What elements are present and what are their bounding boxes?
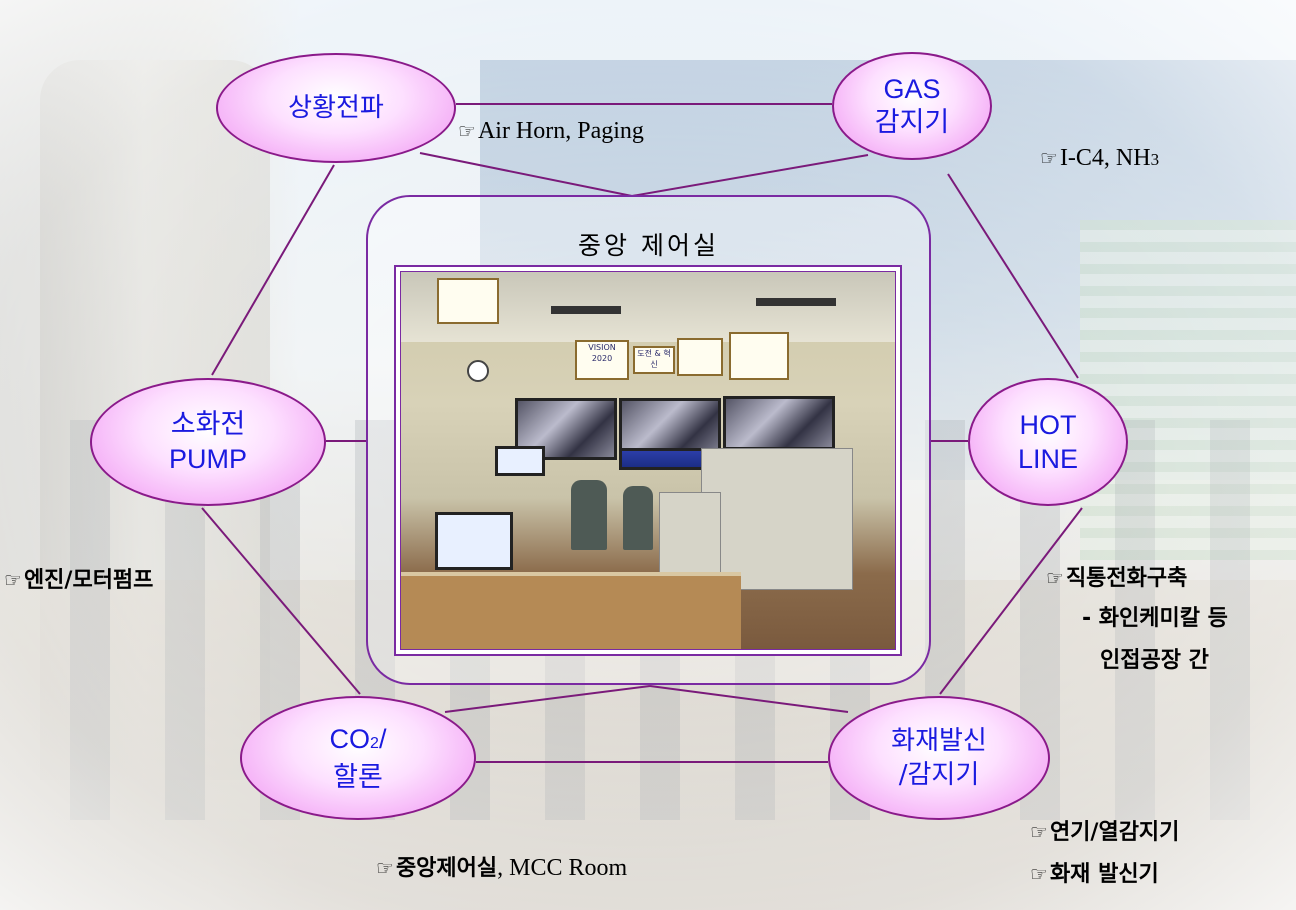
note-engine-pump: ☞엔진/모터펌프 [4,562,153,594]
node-fire-pump-line2: PUMP [168,444,247,474]
co2-subscript: 2 [370,734,379,752]
line-gas-hotline [947,173,1079,379]
line-broadcast-pump [211,164,335,376]
node-co2-halon: CO2/ 할론 [240,696,476,820]
photo-sign [729,332,789,380]
photo-pc-monitor [495,446,545,476]
node-fire-alarm-line2: /감지기 [898,760,980,790]
node-co2-line1: CO2/ [330,722,387,761]
photo-sign [437,278,499,324]
photo-clock [467,360,489,382]
note-co2-location: ☞중앙제어실, MCC Room [376,850,627,882]
photo-pc-monitor [435,512,513,570]
node-hot-line-line1: HOT [1019,410,1077,440]
line-fire-center [649,685,849,713]
note-co2-location-kr: 중앙제어실 [395,856,498,881]
note-engine-pump-text: 엔진/모터펌프 [23,568,154,593]
node-fire-hydrant-pump: 소화전 PUMP [90,378,326,506]
hand-pointer-icon: ☞ [1040,146,1058,170]
line-hotline-fire [939,507,1083,695]
photo-video-wall-monitor [515,398,617,460]
node-gas-detector-line1: GAS [883,74,941,104]
photo-sign-challenge: 도전 & 혁신 [633,346,675,374]
line-gas-center [631,154,869,197]
note-hotline-3: 인접공장 간 [1100,648,1209,673]
note-air-horn-text: Air Horn, Paging [477,118,644,144]
node-gas-detector: GAS 감지기 [832,52,992,160]
note-co2-location-en: , MCC Room [497,855,628,881]
photo-sign-vision: VISION 2020 [575,340,629,380]
control-room-photo: VISION 2020 도전 & 혁신 [394,265,902,656]
central-control-room-title: 중앙 제어실 [578,231,719,260]
note-air-horn: ☞Air Horn, Paging [458,118,644,145]
node-situation-broadcast-label: 상황전파 [288,93,384,123]
note-gas-types: ☞I-C4, NH3 [1040,145,1159,172]
node-situation-broadcast: 상황전파 [216,53,456,163]
node-fire-alarm-detector: 화재발신 /감지기 [828,696,1050,820]
co2-text: CO [329,723,371,754]
node-hot-line-line2: LINE [1017,444,1079,474]
photo-control-console [659,492,721,574]
note-hotline-2: - 화인케미칼 등 [1082,606,1228,631]
node-fire-alarm-line1: 화재발신 [891,726,987,756]
photo-sign [677,338,723,376]
hand-pointer-icon: ☞ [458,119,476,143]
node-co2-line2: 할론 [333,761,383,793]
line-broadcast-center [419,152,633,197]
node-hot-line: HOT LINE [968,378,1128,506]
note-hotline-1-text: 직통전화구축 [1065,566,1188,591]
photo-vent [551,306,621,314]
hand-pointer-icon: ☞ [1030,862,1048,886]
co2-slash: / [378,723,387,754]
node-gas-detector-line2: 감지기 [874,107,950,138]
note-fire-1: ☞연기/열감지기 [1030,814,1179,846]
photo-operator [571,480,607,550]
photo-control-console [701,448,853,590]
node-fire-pump-line1: 소화전 [170,409,246,440]
hand-pointer-icon: ☞ [4,568,22,592]
control-room-photo-image: VISION 2020 도전 & 혁신 [400,271,896,650]
hand-pointer-icon: ☞ [376,856,394,880]
photo-desk [401,572,741,649]
photo-vent [756,298,836,306]
note-fire-1-text: 연기/열감지기 [1049,820,1180,845]
hand-pointer-icon: ☞ [1030,820,1048,844]
hand-pointer-icon: ☞ [1046,566,1064,590]
note-fire-2: ☞화재 발신기 [1030,856,1159,888]
photo-operator [623,486,653,550]
note-gas-types-text: I-C4, NH [1059,145,1151,171]
photo-video-wall-monitor [723,396,835,450]
note-gas-types-sub: 3 [1150,150,1160,169]
line-pump-co2 [201,507,361,695]
line-co2-center [444,685,651,713]
note-fire-2-text: 화재 발신기 [1049,862,1159,887]
note-hotline-1: ☞직통전화구축 [1046,560,1187,592]
